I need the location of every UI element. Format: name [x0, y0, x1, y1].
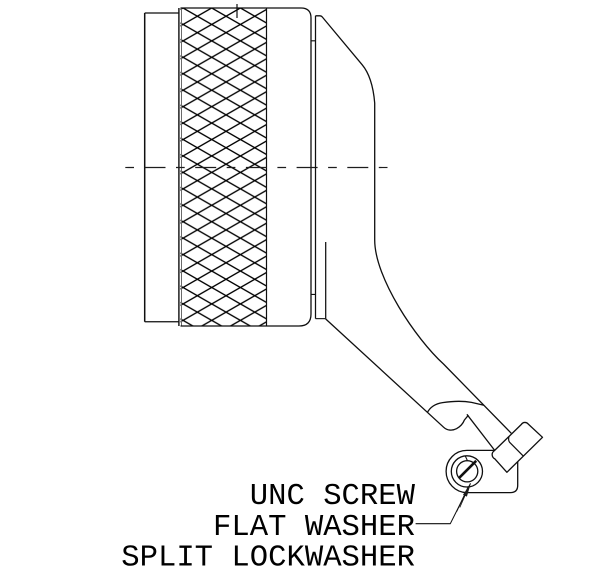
svg-text:SPLIT LOCKWASHER: SPLIT LOCKWASHER [121, 542, 415, 576]
svg-text:UNC SCREW: UNC SCREW [250, 480, 416, 514]
svg-text:FLAT WASHER: FLAT WASHER [213, 511, 415, 545]
